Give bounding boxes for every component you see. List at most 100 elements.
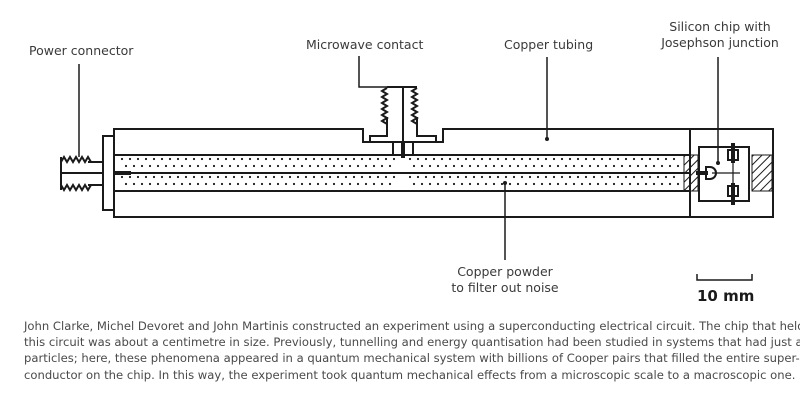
powder-dot [300,182,304,186]
powder-dot [372,182,376,186]
label-power-connector: Power connector [29,43,134,58]
powder-dot [624,157,628,161]
powder-dot [324,182,328,186]
hatched-block-left [683,154,699,192]
powder-dot [200,157,204,161]
powder-dot [316,164,320,168]
powder-dot [664,175,668,179]
powder-dot [412,182,416,186]
powder-dot [484,182,488,186]
powder-dot [216,175,220,179]
powder-dot [364,182,368,186]
powder-dot [556,182,560,186]
powder-dot [552,157,556,161]
powder-dot [232,157,236,161]
powder-dot [424,175,428,179]
powder-dot [640,157,644,161]
powder-dot [444,164,448,168]
powder-dot [560,157,564,161]
powder-dot [496,175,500,179]
label-copper-tubing: Copper tubing [504,37,594,52]
powder-dot [220,182,224,186]
powder-dot [140,164,144,168]
powder-dot [236,164,240,168]
powder-dot [284,182,288,186]
powder-dot [408,157,412,161]
label-silicon-chip: Silicon chip with Josephson junction [655,19,785,51]
powder-dot [240,157,244,161]
powder-dot [640,175,644,179]
powder-dot [332,182,336,186]
powder-dot [164,182,168,186]
label-copper-powder: Copper powder to filter out noise [440,264,570,296]
powder-dot [212,182,216,186]
powder-dot [532,164,536,168]
microwave-spring-right [410,87,419,125]
powder-dot [192,157,196,161]
label-microwave-contact: Microwave contact [306,37,424,52]
powder-dot [376,157,380,161]
powder-dot [272,157,276,161]
powder-dot [256,175,260,179]
powder-dot [456,175,460,179]
powder-dot [664,157,668,161]
powder-dot [520,175,524,179]
powder-dot [252,182,256,186]
powder-dot [388,182,392,186]
caption-line: conductor on the chip. In this way, the … [24,367,796,382]
powder-dot [568,157,572,161]
powder-dot [244,182,248,186]
powder-dot [368,175,372,179]
powder-dot [240,175,244,179]
powder-dot [344,175,348,179]
powder-dot [428,182,432,186]
powder-dot [504,157,508,161]
powder-dot [292,182,296,186]
powder-dot [620,182,624,186]
chip-left-pad [705,166,717,180]
powder-dot [616,157,620,161]
powder-dot [528,175,532,179]
powder-dot [512,157,516,161]
microwave-pin [401,143,405,158]
powder-dot [152,157,156,161]
powder-dot [224,175,228,179]
powder-dot [268,164,272,168]
powder-dot [320,157,324,161]
powder-dot [168,175,172,179]
powder-dot [628,182,632,186]
powder-dot [264,157,268,161]
powder-dot [544,175,548,179]
powder-dot [228,164,232,168]
scale-bar-label: 10 mm [697,287,755,305]
copper-powder-dot [503,181,507,185]
powder-dot [344,157,348,161]
powder-dot [676,182,680,186]
powder-dot [292,164,296,168]
powder-dot [440,157,444,161]
powder-dot [280,157,284,161]
powder-dot [236,182,240,186]
powder-dot [636,182,640,186]
powder-dot [476,182,480,186]
copper-tubing-body [113,128,774,218]
leader-microwave-contact [358,56,387,88]
powder-dot [520,157,524,161]
powder-dot [320,175,324,179]
power-spring-top [60,155,92,164]
powder-dot [584,157,588,161]
powder-dot [336,157,340,161]
powder-dot [452,164,456,168]
powder-dot [312,175,316,179]
powder-dot [564,164,568,168]
powder-dot [504,175,508,179]
powder-dot [432,157,436,161]
powder-dot [188,182,192,186]
label-silicon-chip-line2: Josephson junction [661,35,779,50]
powder-dot [256,157,260,161]
powder-dot [636,164,640,168]
powder-dot [156,164,160,168]
powder-dot [368,157,372,161]
powder-dot [488,157,492,161]
powder-dot [436,182,440,186]
